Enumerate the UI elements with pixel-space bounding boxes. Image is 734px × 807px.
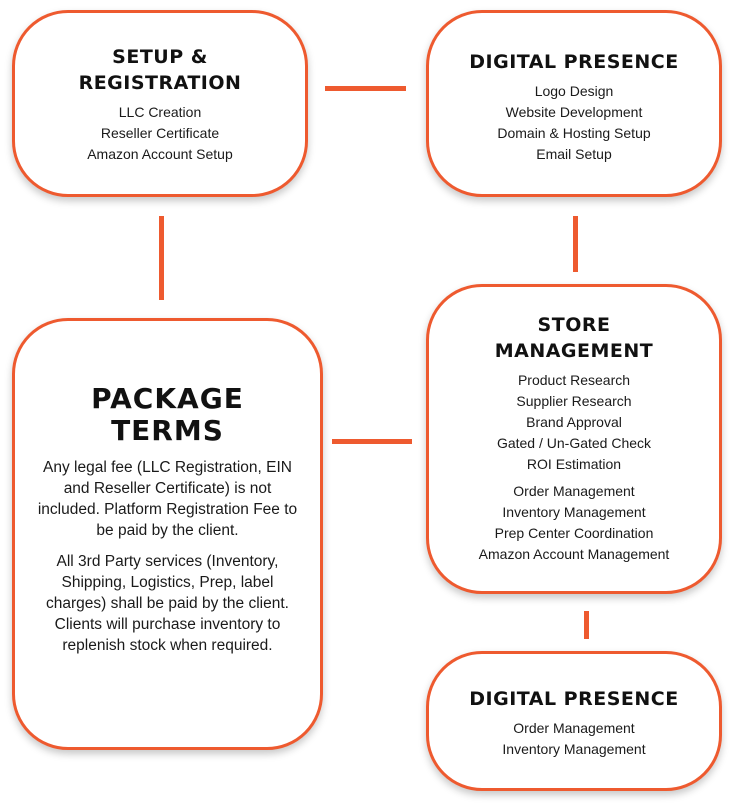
connector-package-store <box>332 439 412 444</box>
store-item: Prep Center Coordination <box>494 525 654 541</box>
package-title-line2: TERMS <box>111 414 224 447</box>
store-title-line2: MANAGEMENT <box>494 340 654 362</box>
store-title-line1: STORE <box>537 314 611 336</box>
store-item: Gated / Un-Gated Check <box>496 435 652 451</box>
package-terms-title: PACKAGE TERMS <box>15 383 320 447</box>
store-item: Inventory Management <box>502 504 646 520</box>
package-title-line1: PACKAGE <box>91 382 244 415</box>
digital-presence-item: Website Development <box>505 104 643 120</box>
setup-item: Amazon Account Setup <box>87 146 233 162</box>
setup-registration-title: SETUP & REGISTRATION <box>15 44 305 96</box>
setup-title-line2: REGISTRATION <box>78 72 242 94</box>
setup-item: LLC Creation <box>118 104 202 120</box>
setup-item-list: LLC Creation Reseller Certificate Amazon… <box>15 102 305 165</box>
setup-title-line1: SETUP & <box>112 46 208 68</box>
store-item: Order Management <box>513 483 635 499</box>
store-item: Product Research <box>517 372 631 388</box>
connector-setup-digital <box>325 86 406 91</box>
store-item: Brand Approval <box>526 414 622 430</box>
setup-registration-box: SETUP & REGISTRATION LLC Creation Resell… <box>12 10 308 197</box>
store-item: Supplier Research <box>516 393 632 409</box>
digital-presence-bottom-item-list: Order Management Inventory Management <box>429 718 719 760</box>
connector-digital-store <box>573 216 578 272</box>
digital-presence-bottom-item: Inventory Management <box>502 741 646 757</box>
store-item-list-operations: Order Management Inventory Management Pr… <box>429 481 719 565</box>
package-terms-paragraph-third-party: All 3rd Party services (Inventory, Shipp… <box>46 553 289 654</box>
store-management-title: STORE MANAGEMENT <box>429 312 719 364</box>
digital-presence-box: DIGITAL PRESENCE Logo Design Website Dev… <box>426 10 722 197</box>
store-item: ROI Estimation <box>526 456 622 472</box>
digital-presence-bottom-box: DIGITAL PRESENCE Order Management Invent… <box>426 651 722 791</box>
digital-presence-item-list: Logo Design Website Development Domain &… <box>429 81 719 165</box>
package-terms-box: PACKAGE TERMS Any legal fee (LLC Registr… <box>12 318 323 750</box>
connector-store-digital-bottom <box>584 611 589 639</box>
digital-presence-item: Domain & Hosting Setup <box>497 125 651 141</box>
digital-presence-item: Email Setup <box>536 146 612 162</box>
digital-presence-title: DIGITAL PRESENCE <box>469 51 679 73</box>
store-management-box: STORE MANAGEMENT Product Research Suppli… <box>426 284 722 594</box>
digital-presence-item: Logo Design <box>534 83 614 99</box>
setup-item: Reseller Certificate <box>100 125 220 141</box>
store-item: Amazon Account Management <box>478 546 670 562</box>
digital-presence-bottom-title: DIGITAL PRESENCE <box>469 688 679 710</box>
digital-presence-bottom-item: Order Management <box>513 720 635 736</box>
store-item-list-research: Product Research Supplier Research Brand… <box>429 370 719 475</box>
package-terms-paragraph-legal: Any legal fee (LLC Registration, EIN and… <box>37 459 298 539</box>
connector-setup-package <box>159 216 164 300</box>
